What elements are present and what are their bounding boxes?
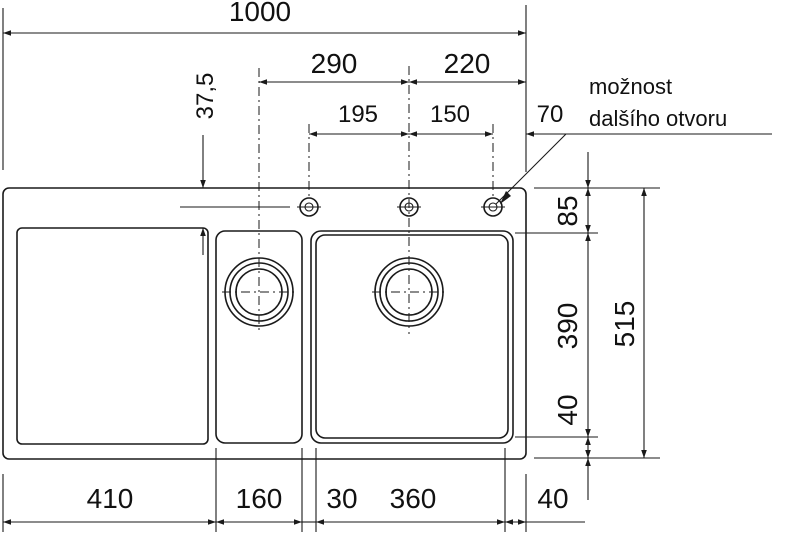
dim-360: 360 <box>390 483 437 514</box>
note-line-2: dalšího otvoru <box>589 106 727 131</box>
extension-lines <box>2 5 660 532</box>
dim-37-5: 37,5 <box>192 73 219 120</box>
dim-85: 85 <box>552 195 583 226</box>
dim-390: 390 <box>552 303 583 350</box>
dim-30: 30 <box>326 483 357 514</box>
dim-290: 290 <box>311 48 358 79</box>
tap-hole-icon <box>297 197 321 217</box>
small-bowl <box>215 230 303 444</box>
dim-195: 195 <box>338 101 378 128</box>
dim-150: 150 <box>430 101 470 128</box>
dim-410: 410 <box>87 483 134 514</box>
drain-icon <box>372 257 448 327</box>
dim-overall-width: 1000 <box>229 0 291 27</box>
dim-40-bottom: 40 <box>537 483 568 514</box>
sink-body <box>2 187 527 460</box>
drainer-area <box>16 227 209 445</box>
sink-outline <box>2 187 527 460</box>
dim-220: 220 <box>444 48 491 79</box>
large-bowl-outer <box>310 230 514 444</box>
note-leader <box>495 133 772 205</box>
dimension-lines <box>3 30 647 525</box>
tap-hole-icon <box>481 197 505 217</box>
dim-160: 160 <box>236 483 283 514</box>
dim-40-vertical: 40 <box>552 394 583 425</box>
drain-icon <box>222 257 298 327</box>
dim-70: 70 <box>537 101 564 128</box>
note-line-1: možnost <box>589 74 672 99</box>
large-bowl-inner <box>315 234 509 439</box>
dim-515: 515 <box>609 301 640 348</box>
